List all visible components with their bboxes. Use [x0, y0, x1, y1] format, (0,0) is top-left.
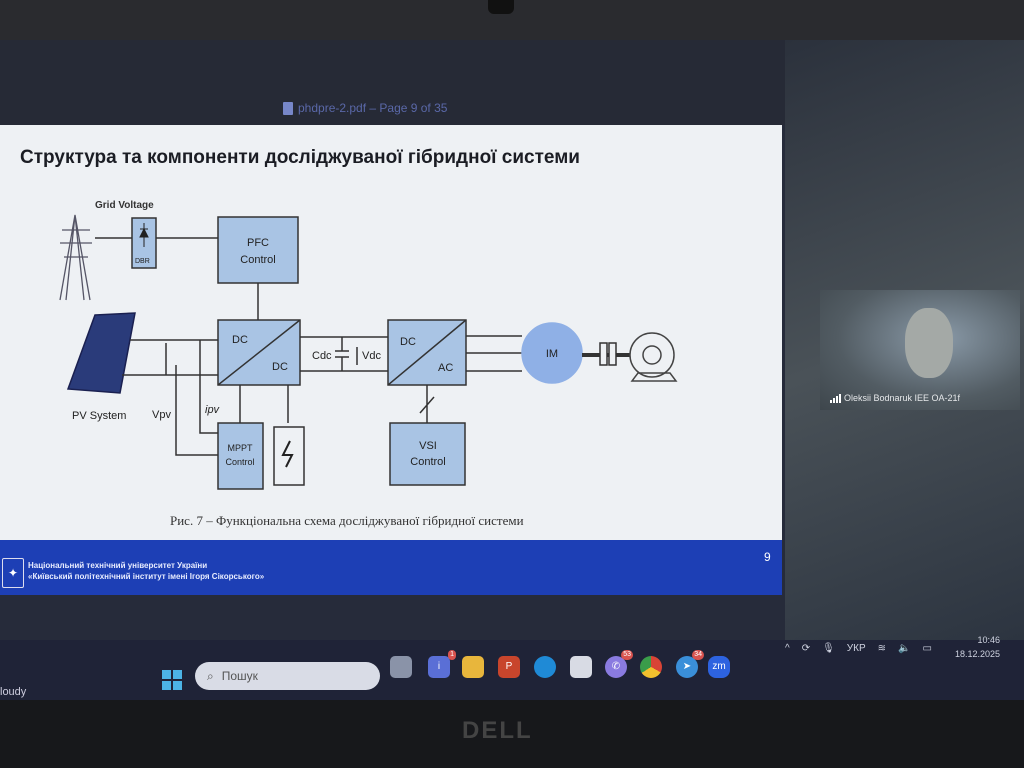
pv-panel-icon [66, 312, 136, 394]
svg-text:Control: Control [410, 456, 445, 468]
slide-title: Структура та компоненти досліджуваної гі… [20, 147, 580, 168]
chevron-up-icon[interactable]: ^ [785, 643, 790, 654]
svg-text:PFC: PFC [247, 237, 269, 249]
laptop-body [0, 700, 1024, 768]
telegram-badge: 34 [692, 650, 704, 660]
volume-icon[interactable]: 🔈 [898, 643, 911, 654]
pdf-file-icon [283, 101, 293, 115]
svg-text:DC: DC [400, 336, 416, 348]
capacitor-icon [335, 337, 349, 371]
edge-icon[interactable] [534, 656, 556, 678]
svg-text:DC: DC [272, 361, 288, 373]
system-tray: ^ ⟳ 🎙 УКР ≋ 🔈 ▭ [785, 643, 932, 654]
participant-name-tag: Oleksii Bodnaruk IEE OA-21f [830, 393, 960, 403]
figure-caption: Рис. 7 – Функціональна схема досліджуван… [170, 513, 524, 528]
zoom-icon[interactable]: zm [708, 656, 730, 678]
sync-icon[interactable]: ⟳ [801, 643, 811, 654]
windows-start-icon[interactable] [162, 670, 182, 690]
diode-icon [139, 223, 149, 247]
mppt-control-block [217, 422, 264, 490]
university-name: Національний технічний університет Украї… [28, 561, 265, 581]
svg-text:AC: AC [438, 362, 453, 374]
cdc-label: Cdc [312, 350, 332, 362]
svg-text:DC: DC [232, 334, 248, 346]
svg-text:MPPT: MPPT [227, 443, 253, 453]
functional-diagram: Grid Voltage DBR PFC Control PV System V… [59, 200, 678, 490]
language-indicator[interactable]: УКР [846, 643, 866, 654]
date: 18.12.2025 [955, 649, 1001, 659]
store-icon[interactable] [570, 656, 592, 678]
pv-system-label: PV System [72, 410, 126, 422]
viber-icon[interactable]: ✆53 [605, 650, 633, 678]
webcam [488, 0, 514, 14]
document-title: phdpre-2.pdf – Page 9 of 35 [283, 101, 447, 115]
document-title-text: phdpre-2.pdf – Page 9 of 35 [298, 101, 448, 115]
battery-icon[interactable]: ▭ [922, 643, 932, 654]
task-view-icon[interactable] [390, 656, 412, 678]
vdc-label: Vdc [362, 350, 381, 362]
viber-badge: 53 [621, 650, 633, 660]
clock[interactable]: 10:46 18.12.2025 [955, 633, 1000, 661]
svg-text:VSI: VSI [419, 440, 437, 452]
vpv-label: Vpv [152, 409, 171, 421]
pdf-title-bar [0, 40, 785, 125]
power-tower-icon [59, 214, 92, 301]
dell-logo: DELL [462, 717, 533, 744]
search-icon: ⌕ [207, 668, 214, 683]
slide-page-number: 9 [764, 550, 771, 564]
university-logo-icon: ✦ [2, 558, 24, 588]
teams-badge: 1 [448, 650, 456, 660]
svg-text:IM: IM [546, 348, 558, 360]
search-placeholder: Пошук [221, 669, 258, 683]
wifi-icon[interactable]: ≋ [877, 643, 887, 654]
pfc-control-block [217, 216, 299, 284]
microphone-icon[interactable]: 🎙 [822, 643, 835, 654]
grid-voltage-label: Grid Voltage [95, 200, 154, 211]
svg-text:Control: Control [240, 254, 275, 266]
slide-footer: ✦ Національний технічний університет Укр… [0, 540, 782, 595]
telegram-icon[interactable]: ➤34 [676, 650, 704, 678]
time: 10:46 [977, 635, 1001, 645]
signal-icon [830, 394, 841, 403]
vsi-control-block [389, 422, 466, 486]
powerpoint-icon[interactable]: P [498, 656, 520, 678]
file-explorer-icon[interactable] [462, 656, 484, 678]
weather-widget[interactable]: loudy [0, 686, 27, 698]
svg-text:Control: Control [225, 457, 254, 467]
taskbar-search[interactable]: ⌕ Пошук [195, 662, 380, 690]
dbr-label: DBR [135, 258, 150, 265]
coupling-icon [608, 342, 617, 366]
laptop-bezel [0, 0, 1024, 40]
participant-face [905, 308, 953, 378]
chrome-icon[interactable] [640, 656, 662, 678]
pump-icon [629, 332, 678, 382]
ipv-label: ipv [205, 404, 221, 416]
slide: Структура та компоненти досліджуваної гі… [0, 125, 782, 540]
